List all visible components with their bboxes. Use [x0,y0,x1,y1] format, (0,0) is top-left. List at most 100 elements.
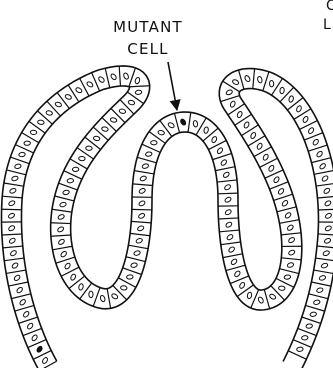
cell-wall [223,254,243,258]
cell-nucleus [288,249,296,256]
cell-wall [123,268,142,275]
cell-wall [219,230,239,232]
cell-nucleus [273,176,280,184]
cell-wall [218,193,238,194]
cell-wall [188,112,191,132]
cell-nucleus [288,237,296,244]
cell-wall [51,235,71,236]
cell-wall [23,328,42,335]
cell-nucleus [193,120,198,127]
cell-nucleus [137,225,145,231]
cell-wall [61,267,79,276]
cell-nucleus [301,335,308,340]
cell-nucleus [211,136,218,144]
corner-fragment-top: C [326,0,333,14]
cell-wall [281,258,301,260]
cell-wall [2,209,22,210]
cell-nucleus [8,225,16,232]
cell-wall [318,234,333,235]
cell-wall [132,209,152,210]
cell-nucleus [296,347,303,352]
cell-wall [134,171,154,174]
cell-wall [221,242,241,245]
cell-nucleus [225,89,233,96]
cell-nucleus [8,212,16,219]
cell-wall [51,223,71,224]
cell-wall [304,133,323,140]
cell-nucleus [62,190,69,196]
cell-wall [270,182,289,189]
cell-nucleus [75,87,83,94]
cell-nucleus [19,299,26,306]
cell-nucleus [128,100,135,106]
cell-nucleus [123,72,130,80]
cell-nucleus [236,111,243,119]
cell-wall [293,340,311,348]
cell-nucleus [24,141,31,145]
cell-wall [129,68,136,87]
cell-wall [80,78,89,96]
cell-wall [9,282,29,286]
cell-nucleus [11,262,19,269]
cell-nucleus [284,274,291,279]
cell-wall [276,278,294,287]
cell-nucleus [225,221,233,228]
cell-nucleus [222,171,230,178]
cell-nucleus [230,258,238,265]
cell-nucleus [257,296,264,304]
cell-wall [4,183,24,186]
cell-nucleus [167,122,175,129]
cell-nucleus [60,250,68,257]
cell-nucleus [110,73,117,81]
cell-nucleus [58,238,66,245]
corner-fragment-bottom: L [323,17,331,33]
label-cell: CELL [127,40,168,58]
cell-wall [309,294,328,299]
cell-wall [281,233,301,235]
cell-wall [2,234,22,235]
cell-nucleus [277,188,284,196]
cell-wall [226,265,245,270]
cell-nucleus [120,285,127,290]
cell-wall [230,276,249,284]
cell-nucleus [13,274,21,281]
cell-wall [277,207,296,212]
cell-nucleus [312,138,319,146]
cell-wall [302,317,321,323]
cell-wall [19,317,38,323]
cell-nucleus [158,130,165,136]
cell-nucleus [10,250,18,257]
cell-wall [133,184,153,186]
cell-nucleus [325,225,333,232]
cell-nucleus [89,291,93,298]
cell-nucleus [324,238,332,245]
cell-wall [314,270,333,273]
cell-nucleus [22,310,29,318]
cell-nucleus [86,81,94,88]
cell-nucleus [9,188,17,194]
cell-nucleus [234,270,241,278]
cell-nucleus [64,262,71,270]
cell-nucleus [316,150,323,158]
cell-wall [288,351,306,359]
cell-nucleus [26,322,33,330]
cell-nucleus [323,187,331,194]
cell-wall [317,246,333,248]
cell-nucleus [224,196,232,203]
cell-wall [3,246,23,248]
cell-wall [93,288,100,307]
cell-nucleus [57,226,65,233]
cell-wall [254,147,271,157]
cell-nucleus [8,237,16,244]
cell-wall [215,167,235,171]
cell-nucleus [280,87,285,94]
cell-wall [314,170,333,174]
cell-nucleus [324,200,332,207]
label-mutant: MUTANT [113,18,183,36]
cell-wall [107,289,111,309]
cell-nucleus [313,299,320,305]
cell-nucleus [302,116,309,124]
cell-wall [308,145,327,151]
cell-wall [55,196,74,201]
cell-wall [56,257,75,263]
